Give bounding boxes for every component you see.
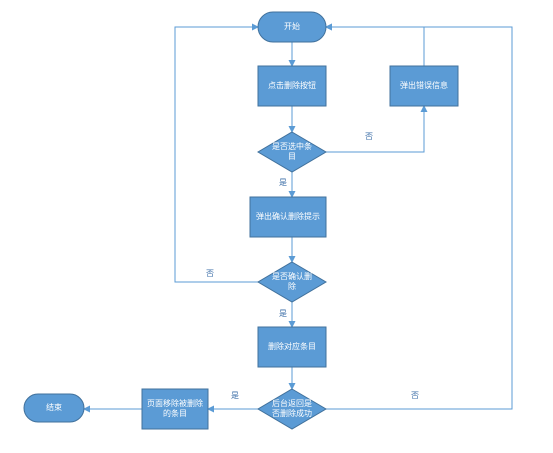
node-remove-entry-text: 页面移除被删除的条目 (147, 399, 203, 418)
edge-label-selected-yes: 是 (279, 178, 287, 187)
node-end-text: 结束 (46, 403, 62, 412)
edge-success-no-to-start (325, 23, 513, 410)
node-confirm-prompt-text: 弹出确认删除提示 (256, 212, 320, 221)
node-remove-entry-shape (141, 388, 209, 430)
edge-error-to-start (325, 23, 425, 66)
edge-label-success-yes: 是 (231, 391, 239, 400)
node-is-confirmed-text: 是否确认删除 (272, 272, 312, 291)
edge-label-selected-no: 否 (365, 132, 373, 141)
node-delete-entry-shape (257, 326, 327, 368)
node-is-selected-shape (257, 131, 327, 173)
node-start-text: 开始 (284, 22, 300, 31)
node-end-shape (23, 393, 85, 423)
node-click-delete-shape (257, 65, 327, 107)
node-confirm-prompt-shape (249, 196, 327, 238)
node-backend-success-shape (257, 388, 327, 430)
node-start-shape (257, 11, 327, 43)
edge-label-success-no: 否 (411, 391, 419, 400)
edge-is-selected-no-to-error (326, 105, 428, 153)
node-delete-entry-text: 删除对应条目 (268, 342, 316, 351)
node-click-delete-text: 点击删除按钮 (268, 81, 316, 90)
node-backend-success-text: 后台返回是否删除成功 (272, 399, 312, 418)
node-is-selected-text: 是否选中条目 (272, 142, 312, 161)
node-error-message-text: 弹出错误信息 (400, 81, 448, 90)
edge-label-confirm-no: 否 (206, 269, 214, 278)
node-error-message-shape (389, 65, 459, 107)
node-is-confirmed-shape (257, 261, 327, 303)
edge-label-confirm-yes: 是 (279, 309, 287, 318)
edge-is-confirmed-no-to-start (174, 23, 259, 283)
